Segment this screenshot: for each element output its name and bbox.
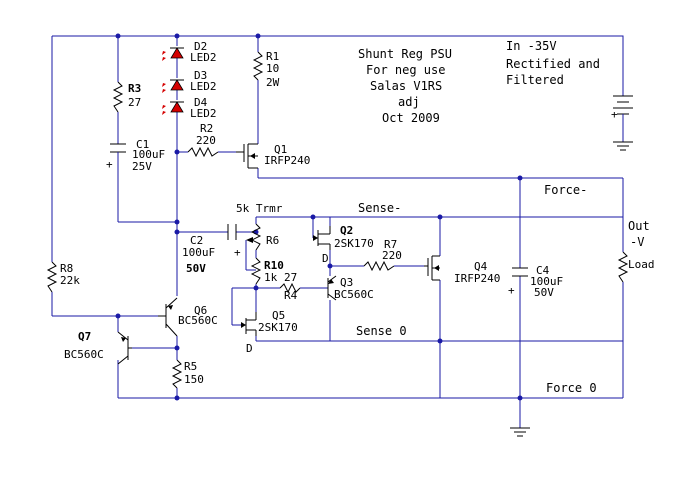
q2-ref: Q2 (340, 224, 353, 237)
r3-ref: R3 (128, 82, 141, 95)
resistor-r5 (171, 359, 183, 389)
d3-value: LED2 (190, 80, 217, 93)
c4-rating: 50V (534, 286, 554, 299)
r2-ref: R2 (200, 122, 213, 135)
out-label: Out (628, 219, 650, 233)
q3-ref: Q3 (340, 276, 353, 289)
d4-value: LED2 (190, 107, 217, 120)
jfet-q5 (241, 312, 257, 336)
r4-value: 27 (284, 271, 297, 284)
resistor-r3 (112, 81, 124, 113)
out-v-label: -V (630, 235, 644, 249)
c1-value: 100uF (132, 148, 165, 161)
r1-ref: R1 (266, 50, 279, 63)
c1-ref: C1 (136, 138, 149, 151)
mosfet-q1 (236, 143, 258, 169)
ground-symbol-bottom (510, 427, 530, 437)
r7-value: 220 (382, 249, 402, 262)
q1-ref: Q1 (274, 143, 287, 156)
d3-ref: D3 (194, 69, 207, 82)
c4-plus: + (508, 284, 515, 297)
battery-source (613, 95, 633, 120)
led-d3 (162, 79, 184, 93)
c4-ref: C4 (536, 264, 550, 277)
capacitor-c2 (227, 224, 237, 240)
r7-ref: R7 (384, 238, 397, 251)
resistor-r4 (279, 282, 301, 294)
capacitor-c1 (110, 143, 126, 160)
d2-value: LED2 (190, 51, 217, 64)
led-d2 (162, 47, 184, 61)
q7-value: BC560C (64, 348, 104, 361)
q1-value: IRFP240 (264, 154, 310, 167)
r4-ref: R4 (284, 289, 298, 302)
load-resistor (617, 251, 629, 283)
bjt-q3 (327, 275, 337, 301)
q6-ref: Q6 (194, 304, 207, 317)
title-line-5: Oct 2009 (382, 111, 440, 125)
r8-ref: R8 (60, 262, 73, 275)
q6-value: BC560C (178, 314, 218, 327)
bjt-q6 (158, 297, 178, 337)
r10-value: 1k (264, 271, 278, 284)
q3-value: BC560C (334, 288, 374, 301)
c2-rating: 50V (186, 262, 206, 275)
r6-trim: 5k Trmr (236, 202, 283, 215)
r1-rating: 2W (266, 76, 280, 89)
d2-ref: D2 (194, 40, 207, 53)
battery-plus: + (611, 108, 618, 121)
title-line-2: For neg use (366, 63, 445, 77)
title-line-3: Salas V1RS (370, 79, 442, 93)
jfet-q2 (313, 226, 331, 250)
mosfet-q4 (424, 255, 440, 281)
input-note-line-2: Rectified and (506, 57, 600, 71)
title-line-1: Shunt Reg PSU (358, 47, 452, 61)
resistor-r10 (250, 257, 262, 285)
input-note-line-1: In -35V (506, 39, 557, 53)
title-line-4: adj (398, 95, 420, 109)
q5-ref: Q5 (272, 309, 285, 322)
resistor-r1 (252, 51, 264, 81)
junctions (115, 33, 523, 401)
q4-ref: Q4 (474, 260, 488, 273)
input-note-line-3: Filtered (506, 73, 564, 87)
force-neg-label: Force- (544, 183, 587, 197)
q4-value: IRFP240 (454, 272, 500, 285)
r3-value: 27 (128, 96, 141, 109)
c1-rating: 25V (132, 160, 152, 173)
r6-wiper-arrow (246, 237, 253, 243)
c2-value: 100uF (182, 246, 215, 259)
load-label: Load (628, 258, 655, 271)
c4-value: 100uF (530, 275, 563, 288)
wires (51, 35, 624, 428)
r5-value: 150 (184, 373, 204, 386)
c2-ref: C2 (190, 234, 203, 247)
q2-pin: D (322, 252, 329, 265)
r6-ref: R6 (266, 234, 279, 247)
q7-ref: Q7 (78, 330, 91, 343)
bjt-q7 (117, 331, 132, 365)
led-d4 (162, 101, 184, 115)
sense-zero-label: Sense 0 (356, 324, 407, 338)
resistor-r6 (250, 223, 262, 251)
r10-ref: R10 (264, 259, 284, 272)
ground-symbol-top (613, 141, 633, 151)
r1-value: 10 (266, 62, 279, 75)
c2-plus: + (234, 246, 241, 259)
r2-value: 220 (196, 134, 216, 147)
force-zero-label: Force 0 (546, 381, 597, 395)
d4-ref: D4 (194, 96, 208, 109)
resistor-r8 (46, 261, 58, 293)
r8-value: 22k (60, 274, 80, 287)
q2-value: 2SK170 (334, 237, 374, 250)
sense-neg-label: Sense- (358, 201, 401, 215)
c1-plus: + (106, 158, 113, 171)
capacitor-c4 (512, 267, 528, 277)
resistor-r2 (187, 146, 219, 158)
q5-value: 2SK170 (258, 321, 298, 334)
r5-ref: R5 (184, 360, 197, 373)
resistor-r7 (363, 260, 395, 272)
q5-pin: D (246, 342, 253, 355)
